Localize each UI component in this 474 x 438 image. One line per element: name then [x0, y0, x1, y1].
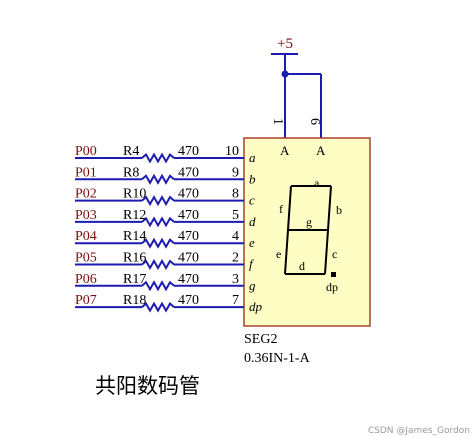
- common-pin-6: 6: [307, 118, 322, 125]
- segment-pin-label: b: [249, 171, 256, 186]
- pin-number: 3: [232, 272, 239, 287]
- segment-pin-label: c: [249, 193, 255, 208]
- pin-number: 2: [232, 251, 239, 266]
- junction-dot: [281, 70, 289, 78]
- pin-number: 10: [225, 144, 239, 159]
- resistor-value: 470: [178, 251, 199, 266]
- segment-b: [327, 185, 332, 231]
- resistor-symbol: [141, 173, 175, 185]
- resistor-designator: R14: [123, 229, 146, 244]
- port-label: P00: [75, 144, 97, 159]
- segment-label-c: c: [332, 247, 337, 261]
- segment-label-e: e: [276, 247, 281, 261]
- resistor-designator: R12: [123, 208, 146, 223]
- anode-label-1: A: [280, 143, 290, 158]
- segment-row: P00 R4 470 10 a: [75, 144, 256, 165]
- segment-pin-label: g: [249, 278, 256, 293]
- resistor-value: 470: [178, 144, 199, 159]
- seg-display-body: [243, 137, 371, 327]
- resistor-symbol: [141, 237, 175, 249]
- port-label: P02: [75, 187, 97, 202]
- resistor-value: 470: [178, 229, 199, 244]
- pin-number: 4: [232, 229, 239, 244]
- resistor-symbol: [141, 301, 175, 313]
- segment-label-d: d: [299, 259, 305, 273]
- pin-number: 8: [232, 187, 239, 202]
- segment-row: P07 R18 470 7 dp: [75, 293, 263, 314]
- resistor-value: 470: [178, 187, 199, 202]
- port-label: P01: [75, 165, 97, 180]
- resistor-designator: R4: [123, 144, 139, 159]
- pin-number: 7: [232, 293, 239, 308]
- port-label: P05: [75, 251, 97, 266]
- caption: 共阳数码管: [95, 374, 200, 398]
- segment-pin-label: a: [249, 150, 256, 165]
- port-label: P04: [75, 229, 97, 244]
- watermark: CSDN @James_Gordon: [368, 426, 470, 436]
- segment-pin-label: f: [249, 257, 255, 272]
- segment-dp: [331, 272, 336, 277]
- resistor-designator: R10: [123, 187, 146, 202]
- resistor-value: 470: [178, 272, 199, 287]
- segment-f: [287, 185, 292, 231]
- segment-pin-label: d: [249, 214, 256, 229]
- resistor-symbol: [141, 152, 175, 164]
- resistor-symbol: [141, 258, 175, 271]
- power-label: +5: [277, 36, 293, 52]
- pin-number: 9: [232, 165, 239, 180]
- resistor-symbol: [141, 216, 175, 228]
- segment-label-f: f: [279, 202, 283, 216]
- anode-label-2: A: [316, 143, 326, 158]
- resistor-value: 470: [178, 165, 199, 180]
- segment-e: [284, 229, 289, 275]
- segment-label-b: b: [336, 203, 342, 217]
- resistor-symbol: [141, 280, 175, 292]
- resistor-value: 470: [178, 293, 199, 308]
- seven-segment-graphic: a b c d e f g dp: [276, 176, 342, 294]
- port-label: P06: [75, 272, 97, 287]
- segment-label-dp: dp: [326, 280, 338, 294]
- resistor-symbol: [141, 195, 175, 207]
- port-label: P03: [75, 208, 97, 223]
- segment-pin-label: e: [249, 235, 255, 250]
- segment-label-a: a: [314, 176, 320, 190]
- segment-pin-label: dp: [249, 299, 263, 314]
- resistor-designator: R8: [123, 165, 139, 180]
- resistor-designator: R17: [123, 272, 146, 287]
- resistor-designator: R18: [123, 293, 146, 308]
- common-pin-1: 1: [270, 118, 285, 125]
- port-label: P07: [75, 293, 97, 308]
- resistor-designator: R16: [123, 251, 146, 266]
- component-part: 0.36IN-1-A: [244, 351, 311, 366]
- pin-number: 5: [232, 208, 239, 223]
- segment-label-g: g: [306, 215, 312, 229]
- resistor-value: 470: [178, 208, 199, 223]
- segment-c: [324, 229, 329, 275]
- component-designator: SEG2: [244, 332, 277, 347]
